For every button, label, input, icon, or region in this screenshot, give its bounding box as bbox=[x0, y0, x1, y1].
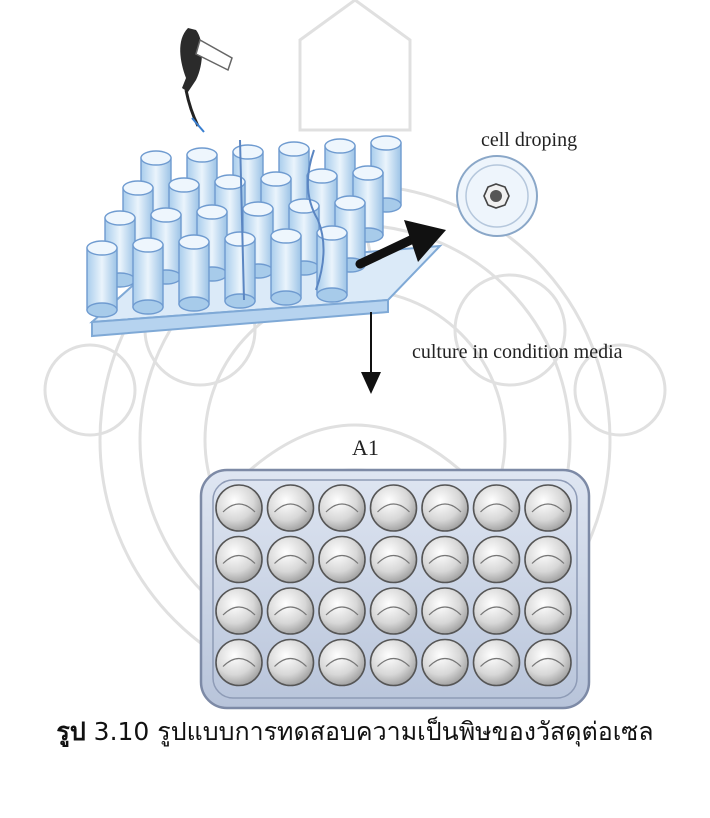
caption-prefix: รูป bbox=[56, 717, 85, 746]
well bbox=[422, 640, 468, 686]
well bbox=[319, 537, 365, 583]
well bbox=[268, 537, 314, 583]
well bbox=[525, 640, 571, 686]
sample-tray bbox=[87, 136, 440, 336]
well bbox=[474, 537, 520, 583]
sample-tube bbox=[225, 232, 255, 308]
well bbox=[216, 537, 262, 583]
well bbox=[525, 485, 571, 531]
caption-text: รูปแบบการทดสอบความเป็นพิษของวัสดุต่อเซล bbox=[157, 717, 653, 746]
well bbox=[422, 485, 468, 531]
well bbox=[319, 485, 365, 531]
sample-tube bbox=[271, 229, 301, 305]
sample-tube bbox=[133, 238, 163, 314]
culture-label: culture in condition media bbox=[412, 341, 623, 363]
well bbox=[319, 640, 365, 686]
well bbox=[371, 588, 417, 634]
well bbox=[474, 485, 520, 531]
pipette-icon bbox=[180, 28, 232, 132]
well bbox=[525, 537, 571, 583]
well bbox=[216, 640, 262, 686]
well bbox=[268, 588, 314, 634]
well bbox=[474, 588, 520, 634]
sample-tube bbox=[87, 241, 117, 317]
cell-droping-label: cell droping bbox=[481, 129, 577, 151]
well bbox=[371, 640, 417, 686]
well bbox=[371, 485, 417, 531]
well bbox=[422, 588, 468, 634]
well bbox=[319, 588, 365, 634]
plate-label: A1 bbox=[352, 435, 379, 460]
well bbox=[216, 485, 262, 531]
figure-caption: รูป 3.10 รูปแบบการทดสอบความเป็นพิษของวัส… bbox=[0, 712, 710, 752]
well bbox=[216, 588, 262, 634]
well bbox=[422, 537, 468, 583]
well bbox=[525, 588, 571, 634]
caption-number: 3.10 bbox=[94, 717, 150, 746]
well bbox=[474, 640, 520, 686]
well bbox=[371, 537, 417, 583]
sample-tube bbox=[179, 235, 209, 311]
well bbox=[268, 640, 314, 686]
well-plate bbox=[201, 470, 589, 708]
well bbox=[268, 485, 314, 531]
cell-dish bbox=[457, 156, 537, 236]
